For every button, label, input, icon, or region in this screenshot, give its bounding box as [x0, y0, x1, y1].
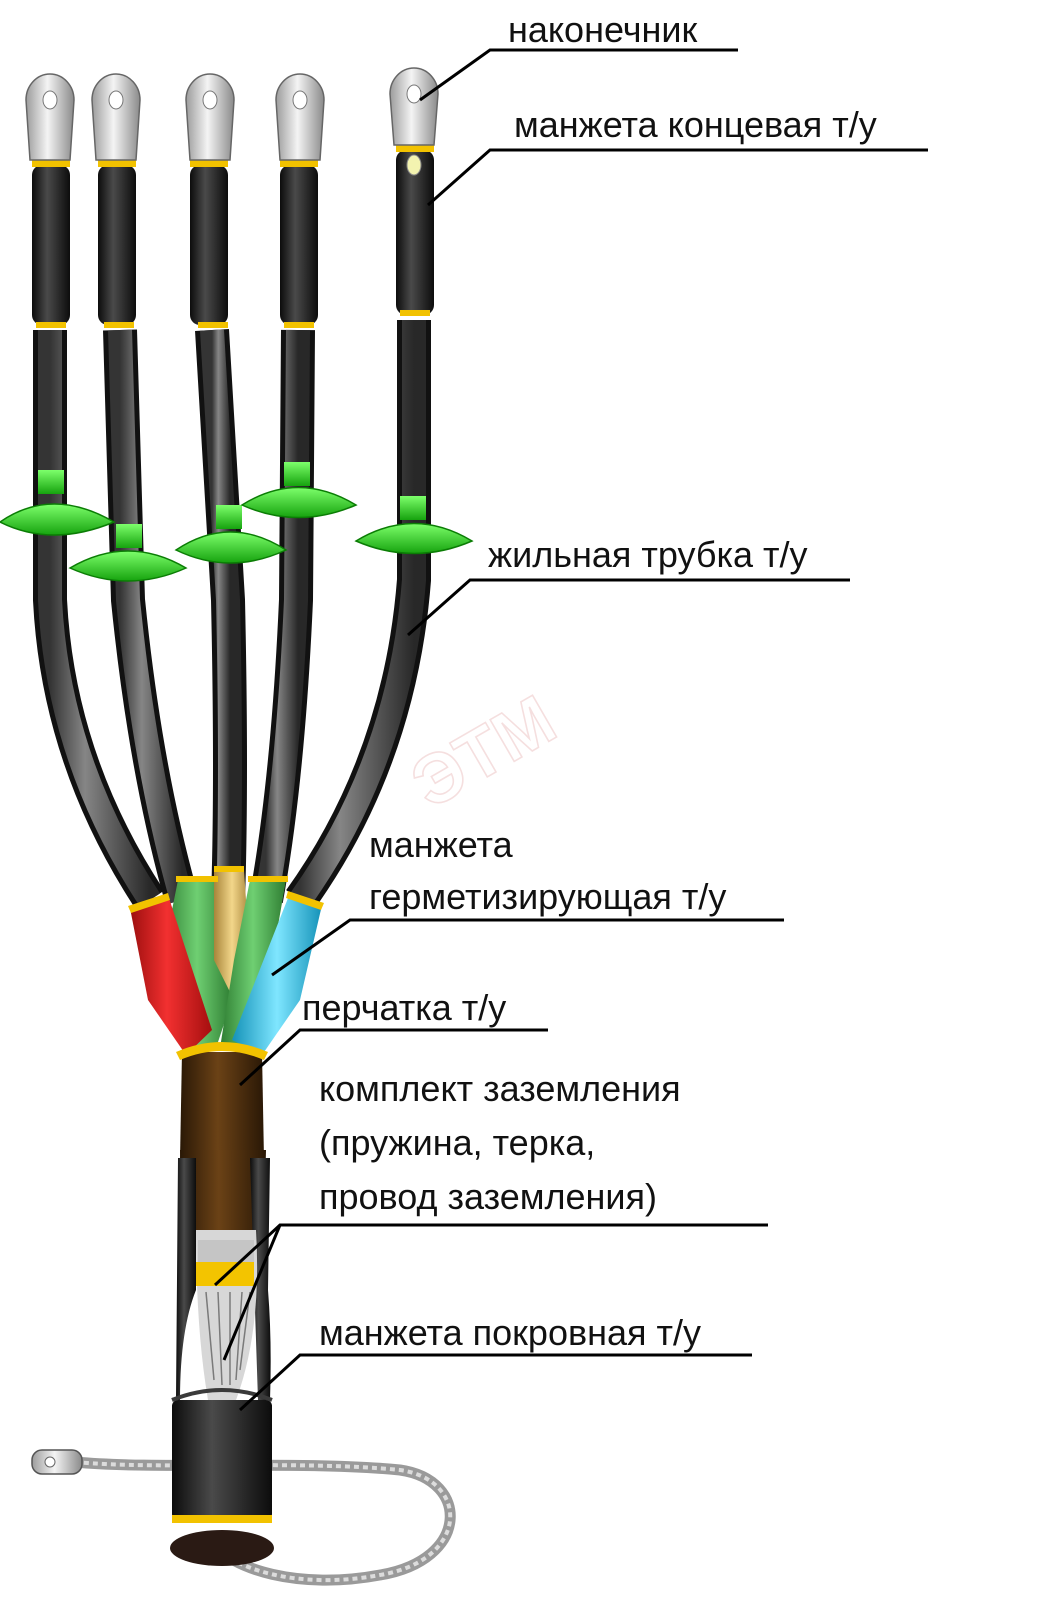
lug-1 [25, 73, 75, 161]
core-1 [33, 330, 165, 910]
core-3 [195, 328, 247, 901]
glove-body [176, 1042, 268, 1230]
core-2 [103, 329, 199, 905]
skirt-2 [68, 524, 188, 582]
leader-glove [238, 1028, 548, 1087]
label-grounding-line2: (пружина, терка, [319, 1122, 596, 1163]
skirts [0, 462, 474, 582]
watermark-text: ЭТМ [399, 680, 569, 823]
core-4 [249, 329, 315, 904]
label-sealing-cuff-line1: манжета [369, 824, 513, 865]
skirt-5 [354, 496, 474, 555]
label-cover-cuff: манжета покровная т/у [319, 1312, 701, 1353]
label-grounding-line3: провод заземления) [319, 1176, 657, 1217]
lug-5 [389, 67, 439, 146]
label-sealing-cuff-line2: герметизирующая т/у [369, 876, 727, 917]
leader-cover-cuff [238, 1353, 752, 1412]
lug-4 [275, 73, 325, 161]
label-glove: перчатка т/у [302, 987, 507, 1028]
label-lug: наконечник [508, 9, 698, 50]
lug-3 [185, 73, 235, 161]
leader-end-cuff [427, 148, 928, 207]
leader-lug [419, 48, 738, 102]
skirt-3 [174, 505, 288, 564]
label-core-tube: жильная трубка т/у [488, 534, 808, 575]
core-cuffs [32, 145, 434, 328]
leader-core-tube [407, 578, 850, 637]
leader-grounding-a [213, 1223, 768, 1287]
leader-sealing-cuff [271, 918, 784, 977]
label-grounding-line1: комплект заземления [319, 1068, 681, 1109]
leader-grounding-b [222, 1224, 282, 1361]
skirt-4 [240, 462, 358, 519]
core-5 [286, 320, 431, 910]
lug-2 [91, 73, 141, 161]
skirt-1 [0, 470, 116, 536]
ground-lug [31, 1449, 83, 1475]
leader-lines [213, 48, 928, 1412]
glove-fingers [128, 866, 324, 1055]
label-end-cuff: манжета концевая т/у [514, 104, 877, 145]
lugs [25, 67, 439, 161]
